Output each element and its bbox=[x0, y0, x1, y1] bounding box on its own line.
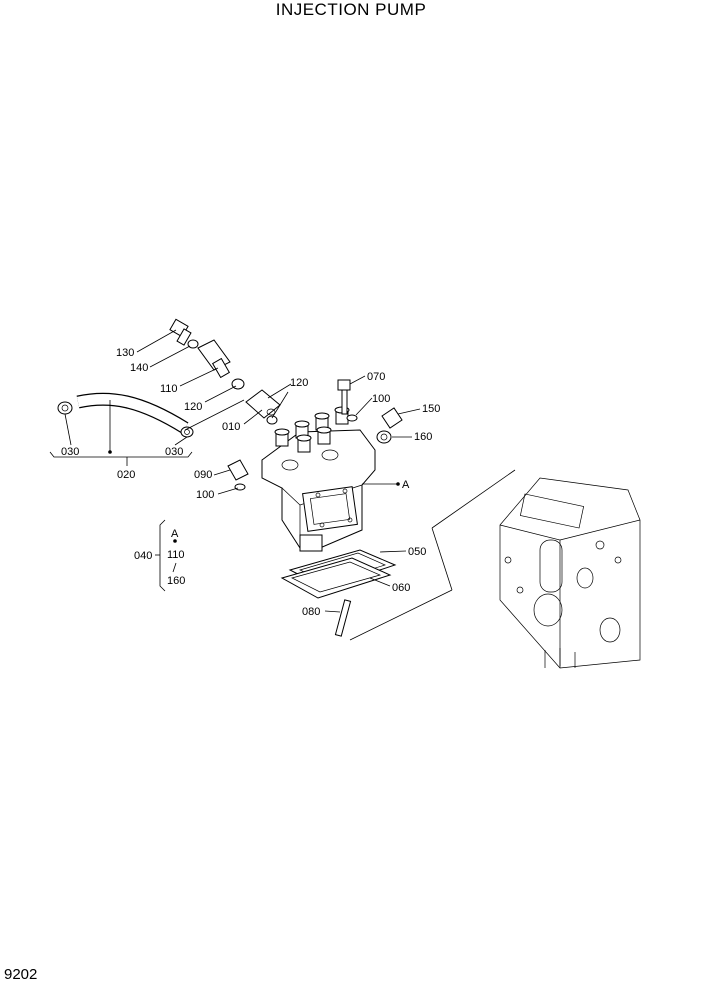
callout-020: 020 bbox=[117, 469, 135, 481]
callout-140: 140 bbox=[130, 362, 148, 374]
callout-130: 130 bbox=[116, 347, 134, 359]
washer-140 bbox=[187, 339, 199, 349]
callout-100-top: 100 bbox=[372, 393, 390, 405]
hose-clip-right bbox=[180, 426, 194, 438]
callout-120-right: 120 bbox=[290, 377, 308, 389]
dot-020 bbox=[108, 450, 112, 454]
dot-A bbox=[396, 482, 400, 486]
hose-clip-left bbox=[57, 401, 73, 415]
callout-060: 060 bbox=[392, 582, 410, 594]
fitting-090 bbox=[227, 459, 249, 481]
callout-150: 150 bbox=[422, 403, 440, 415]
callout-A: A bbox=[402, 479, 410, 491]
engine-block bbox=[499, 477, 641, 669]
leader-lines bbox=[49, 329, 421, 613]
washer-120-right bbox=[266, 415, 278, 425]
callout-010: 010 bbox=[222, 421, 240, 433]
gasket-060 bbox=[280, 557, 392, 599]
injection-pump bbox=[261, 406, 376, 552]
callout-090: 090 bbox=[194, 469, 212, 481]
washer-100-top bbox=[346, 414, 358, 422]
callout-160: 160 bbox=[414, 431, 432, 443]
callout-040-110: 110 bbox=[167, 549, 185, 561]
screw-070 bbox=[337, 379, 351, 415]
page-title: INJECTION PUMP bbox=[275, 0, 427, 19]
callout-050: 050 bbox=[408, 546, 426, 558]
page-number: 9202 bbox=[4, 966, 38, 983]
callout-100-bottom: 100 bbox=[196, 489, 214, 501]
callout-030-left: 030 bbox=[61, 446, 79, 458]
stud-080 bbox=[334, 599, 352, 637]
fuel-hose bbox=[76, 392, 189, 434]
washer-100-bottom bbox=[234, 483, 246, 491]
plug-150 bbox=[381, 407, 403, 429]
callout-040-160: 160 bbox=[167, 575, 185, 587]
callout-070: 070 bbox=[367, 371, 385, 383]
washer-160 bbox=[376, 430, 392, 444]
dot-040-A bbox=[173, 539, 177, 543]
callout-120-left: 120 bbox=[184, 401, 202, 413]
fitting-110 bbox=[197, 339, 231, 379]
callout-040-ref: A bbox=[171, 528, 179, 540]
callout-080: 080 bbox=[302, 606, 320, 618]
callout-040: 040 bbox=[134, 550, 152, 562]
callout-110: 110 bbox=[160, 383, 178, 395]
bolt-130 bbox=[169, 318, 192, 346]
leader-engine bbox=[349, 469, 516, 641]
callout-030-right: 030 bbox=[165, 446, 183, 458]
